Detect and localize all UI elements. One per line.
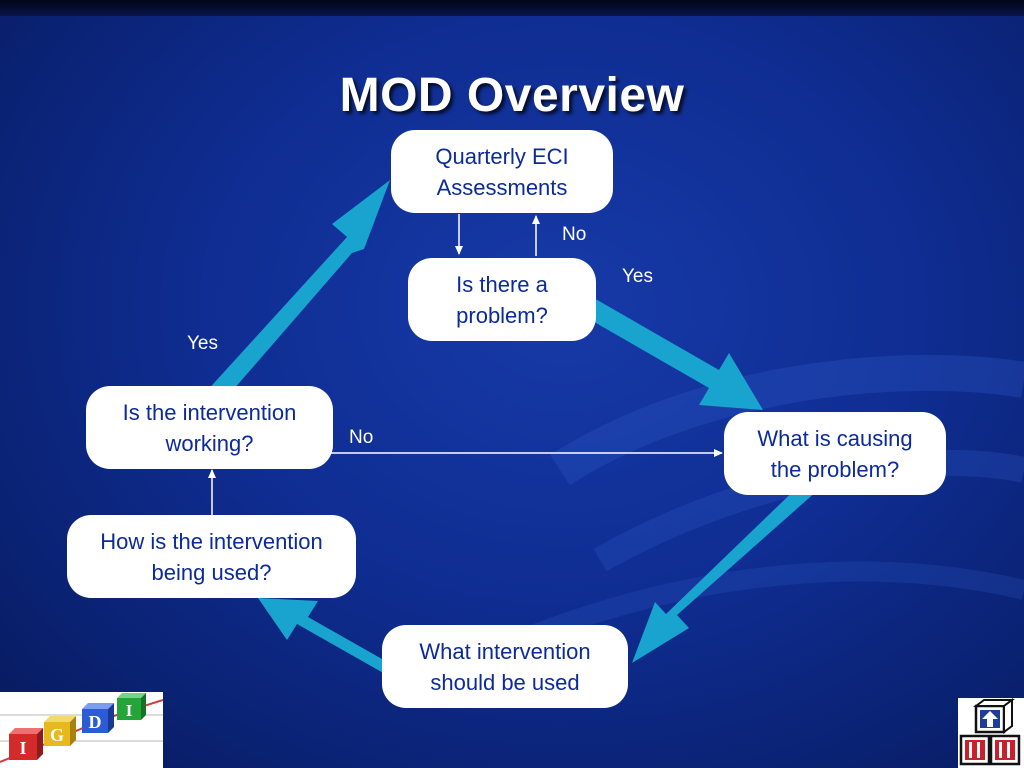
slide-title: MOD Overview [339, 69, 685, 122]
arrow-intervention-to-howused [258, 598, 396, 674]
logo-letter-i1: I [19, 738, 26, 758]
node-is-intervention-working: Is the intervention working? [86, 386, 333, 469]
node-how-used-label: How is the intervention being used? [100, 528, 323, 585]
logo-letter-g: G [50, 725, 64, 745]
node-what-intervention: What intervention should be used [382, 625, 628, 708]
blocks-logo [958, 698, 1024, 768]
slide-top-bar [0, 0, 1024, 16]
node-quarterly-label: Quarterly ECI Assessments [435, 143, 569, 200]
arrow-problem-to-causing [582, 297, 763, 410]
edge-label-yes-problem: Yes [622, 266, 653, 287]
node-how-is-intervention-used: How is the intervention being used? [67, 515, 356, 598]
arrow-causing-to-intervention [632, 477, 818, 663]
edge-label-no-top: No [562, 224, 587, 245]
edge-label-no-working: No [349, 427, 374, 448]
node-what-is-causing: What is causing the problem? [724, 412, 946, 495]
edge-label-yes-working: Yes [187, 333, 218, 354]
node-working-label: Is the intervention working? [122, 399, 297, 456]
igdi-logo: I G D I [0, 692, 163, 768]
logo-letter-d: D [89, 712, 102, 732]
logo-letter-i2: I [126, 701, 133, 720]
node-problem-label: Is there a problem? [456, 271, 548, 328]
node-is-there-a-problem: Is there a problem? [408, 258, 596, 341]
node-which-intervention-label: What intervention should be used [419, 638, 591, 695]
node-causing-label: What is causing the problem? [757, 425, 913, 482]
node-quarterly-assessments: Quarterly ECI Assessments [391, 130, 613, 213]
arrow-working-to-quarterly [204, 180, 390, 405]
